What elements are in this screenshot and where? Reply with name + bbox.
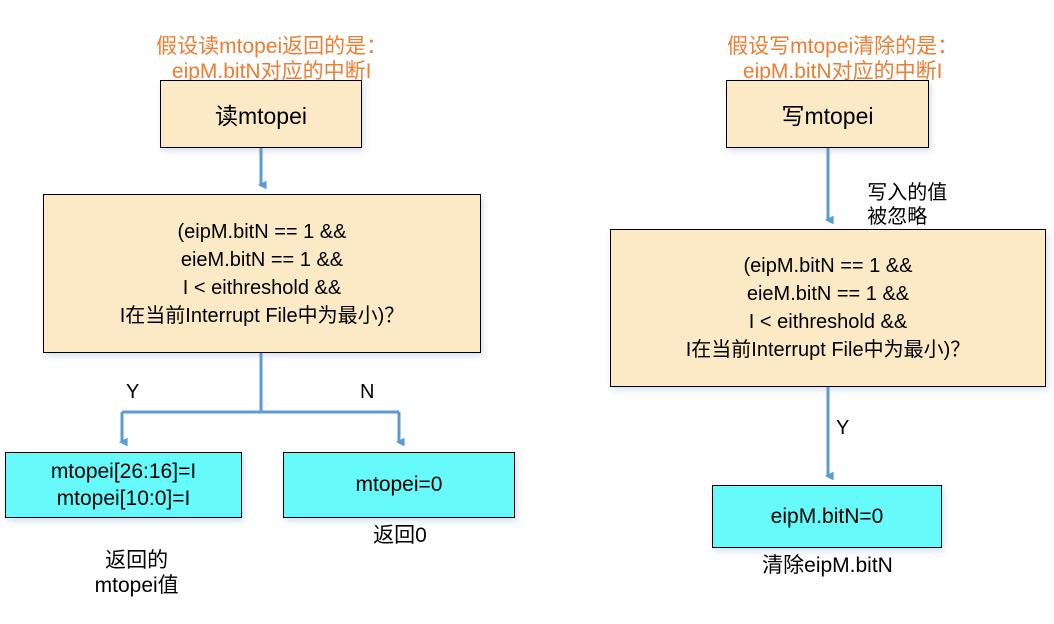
- left-decision-line2: eieM.bitN == 1 &&: [180, 248, 344, 271]
- left-decision-line3: I < eithreshold &&: [182, 276, 342, 299]
- left-edge-decision-split: [118, 353, 405, 447]
- right-flow-title-line1: 假设写mtopei清除的是：: [727, 34, 959, 58]
- left-decision-node[interactable]: (eipM.bitN == 1 && eieM.bitN == 1 && I <…: [43, 194, 481, 353]
- left-no-result-caption: 返回0: [373, 524, 427, 547]
- left-no-result-node[interactable]: mtopei=0: [283, 452, 515, 518]
- left-start-node[interactable]: 读mtopei: [160, 80, 362, 148]
- left-flow-title-line1: 假设读mtopei返回的是：: [156, 34, 388, 58]
- right-edge-note-line2: 被忽略: [867, 206, 928, 228]
- right-decision-node[interactable]: (eipM.bitN == 1 && eieM.bitN == 1 && I <…: [610, 229, 1046, 387]
- left-decision-line4: I在当前Interrupt File中为最小)？: [119, 304, 405, 327]
- right-branch-yes-label: Y: [836, 417, 850, 439]
- left-yes-result-node[interactable]: mtopei[26:16]=I mtopei[10:0]=I: [5, 452, 242, 518]
- right-result-label: eipM.bitN=0: [770, 504, 884, 528]
- left-no-result-label: mtopei=0: [355, 473, 443, 496]
- left-flow-title-line2: eipM.bitN对应的中断I: [171, 60, 372, 84]
- left-yes-result-line2: mtopei[10:0]=I: [56, 487, 191, 510]
- left-branch-no-label: N: [360, 381, 375, 403]
- left-yes-result-caption-line1: 返回的: [105, 549, 169, 573]
- right-edge-note-line1: 写入的值: [867, 182, 948, 204]
- right-result-node[interactable]: eipM.bitN=0: [712, 485, 942, 548]
- right-start-node-label: 写mtopei: [781, 103, 874, 129]
- right-flow-title: 假设写mtopei清除的是： eipM.bitN对应的中断I: [672, 8, 990, 110]
- left-yes-result-caption-line2: mtopei值: [94, 574, 179, 598]
- right-decision-line4: I在当前Interrupt File中为最小)？: [685, 339, 971, 361]
- left-flow-title: 假设读mtopei返回的是： eipM.bitN对应的中断I: [110, 8, 410, 110]
- right-decision-line2: eieM.bitN == 1 &&: [746, 283, 910, 305]
- flowchart-canvas: 假设读mtopei返回的是： eipM.bitN对应的中断I 读mtopei (…: [5, 8, 1046, 597]
- left-yes-result-line1: mtopei[26:16]=I: [50, 459, 197, 483]
- right-start-node[interactable]: 写mtopei: [726, 80, 929, 148]
- right-decision-line3: I < eithreshold &&: [748, 311, 908, 333]
- left-branch-yes-label: Y: [126, 381, 140, 403]
- left-start-node-label: 读mtopei: [214, 103, 308, 129]
- right-result-caption: 清除eipM.bitN: [762, 554, 893, 577]
- right-decision-line1: (eipM.bitN == 1 &&: [743, 255, 913, 277]
- left-yes-result-caption: 返回的 mtopei值: [30, 523, 220, 624]
- right-edge-note: 写入的值 被忽略: [845, 157, 995, 253]
- left-decision-line1: (eipM.bitN == 1 &&: [177, 220, 347, 243]
- right-flow-title-line2: eipM.bitN对应的中断I: [742, 60, 943, 84]
